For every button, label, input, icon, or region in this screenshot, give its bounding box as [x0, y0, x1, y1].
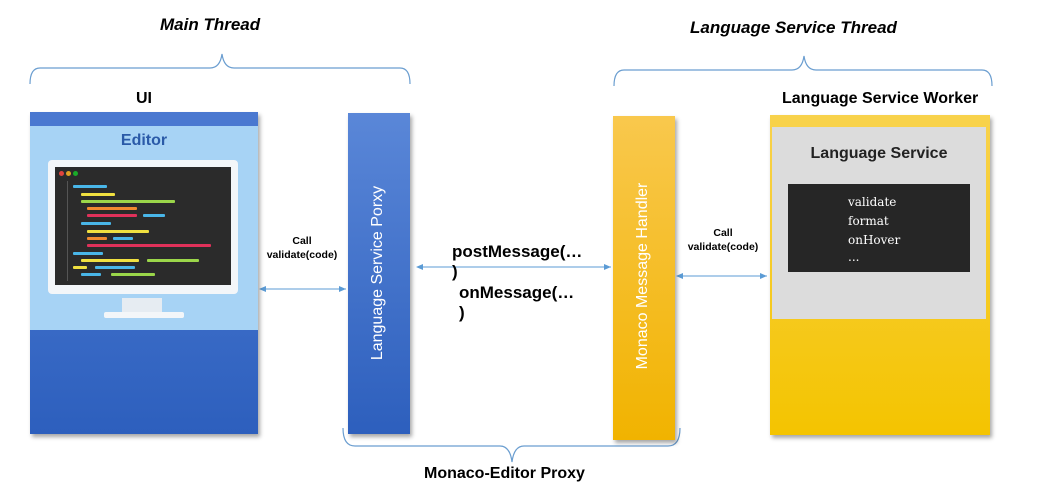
code-line: [113, 237, 133, 240]
language-thread-brace: [613, 55, 993, 87]
ui-panel: Editor: [30, 112, 258, 434]
code-line: [81, 222, 111, 225]
language-service-thread-title: Language Service Thread: [690, 18, 897, 37]
monaco-editor-proxy-label: Monaco-Editor Proxy: [424, 465, 585, 482]
monitor-icon: [48, 160, 238, 294]
worker-title: Language Service Worker: [782, 90, 979, 107]
code-line: [87, 230, 149, 233]
on-message-close: ): [459, 303, 465, 322]
handler-label: Monaco Message Handler: [634, 182, 651, 370]
handler-worker-call-label: Call validate(code): [682, 226, 764, 254]
language-service-proxy: Language Service Porxy: [348, 113, 410, 434]
monitor-base: [104, 312, 184, 318]
editor-title: Editor: [120, 132, 168, 149]
ui-title: UI: [136, 90, 152, 107]
code-line: [95, 266, 135, 269]
language-service-worker: Language Service validate format onHover…: [770, 115, 990, 435]
code-screen: [55, 167, 231, 285]
validate-text: validate(code): [687, 241, 759, 253]
language-service-title: Language Service: [810, 145, 948, 162]
code-line: [81, 259, 139, 262]
method-ellipsis: ...: [848, 250, 860, 264]
monaco-message-handler: Monaco Message Handler: [613, 116, 675, 440]
proxy-brace: [342, 427, 681, 463]
ui-topbar: [30, 112, 258, 126]
code-line: [73, 185, 107, 188]
window-dot-green: [73, 171, 78, 176]
post-message-text: postMessage(…: [452, 242, 583, 261]
language-service-area: Language Service validate format onHover…: [772, 127, 986, 319]
proxy-label: Language Service Porxy: [369, 185, 386, 361]
method-onhover: onHover: [848, 233, 901, 247]
ui-proxy-call-label: Call validate(code): [262, 234, 342, 262]
code-line: [87, 214, 137, 217]
gutter-line: [67, 181, 68, 281]
window-dot-yellow: [66, 171, 71, 176]
monitor-neck: [122, 298, 162, 312]
code-line: [143, 214, 165, 217]
method-validate: validate: [848, 195, 897, 209]
code-line: [73, 252, 103, 255]
on-message-label: onMessage(… ): [459, 283, 574, 323]
post-message-close: ): [452, 262, 458, 281]
on-message-text: onMessage(…: [459, 283, 575, 302]
code-line: [87, 207, 137, 210]
code-line: [87, 237, 107, 240]
post-message-label: postMessage(… ): [452, 242, 582, 282]
methods-code-box: validate format onHover ...: [788, 184, 970, 272]
validate-text: validate(code): [266, 249, 338, 261]
call-text: Call: [713, 227, 733, 239]
window-dot-red: [59, 171, 64, 176]
code-line: [73, 266, 87, 269]
main-thread-title: Main Thread: [160, 15, 261, 34]
code-line: [87, 244, 211, 247]
code-line: [147, 259, 199, 262]
method-format: format: [848, 214, 889, 228]
call-text: Call: [292, 235, 312, 247]
code-line: [111, 273, 155, 276]
main-thread-brace: [29, 53, 411, 85]
code-line: [81, 273, 101, 276]
editor-area: Editor: [30, 126, 258, 330]
code-line: [81, 193, 115, 196]
code-line: [81, 200, 175, 203]
